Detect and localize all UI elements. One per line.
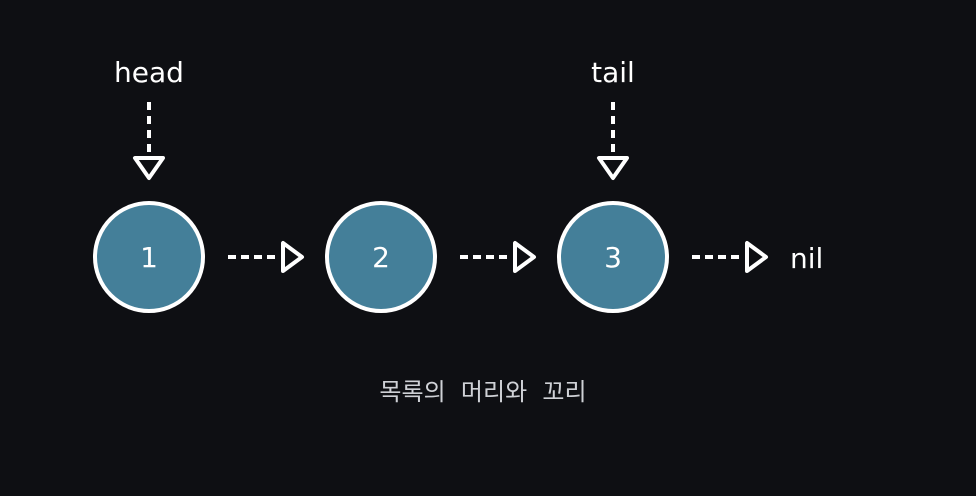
head-label: head	[114, 56, 184, 89]
next-arrow-1-head	[281, 241, 304, 273]
list-node-2	[325, 201, 437, 313]
list-node-3	[557, 201, 669, 313]
list-node-1	[93, 201, 205, 313]
next-arrow-2-head	[513, 241, 536, 273]
diagram-caption: 목록의 머리와 꼬리	[379, 378, 586, 406]
next-arrow-3-head	[745, 241, 768, 273]
tail-label: tail	[591, 56, 635, 89]
list-node-1-label: 1	[140, 241, 158, 274]
nil-label: nil	[790, 242, 823, 275]
tail-pointer-arrowhead	[597, 156, 629, 180]
list-node-2-label: 2	[372, 241, 390, 274]
list-node-3-label: 3	[604, 241, 622, 274]
head-pointer-arrowhead	[133, 156, 165, 180]
